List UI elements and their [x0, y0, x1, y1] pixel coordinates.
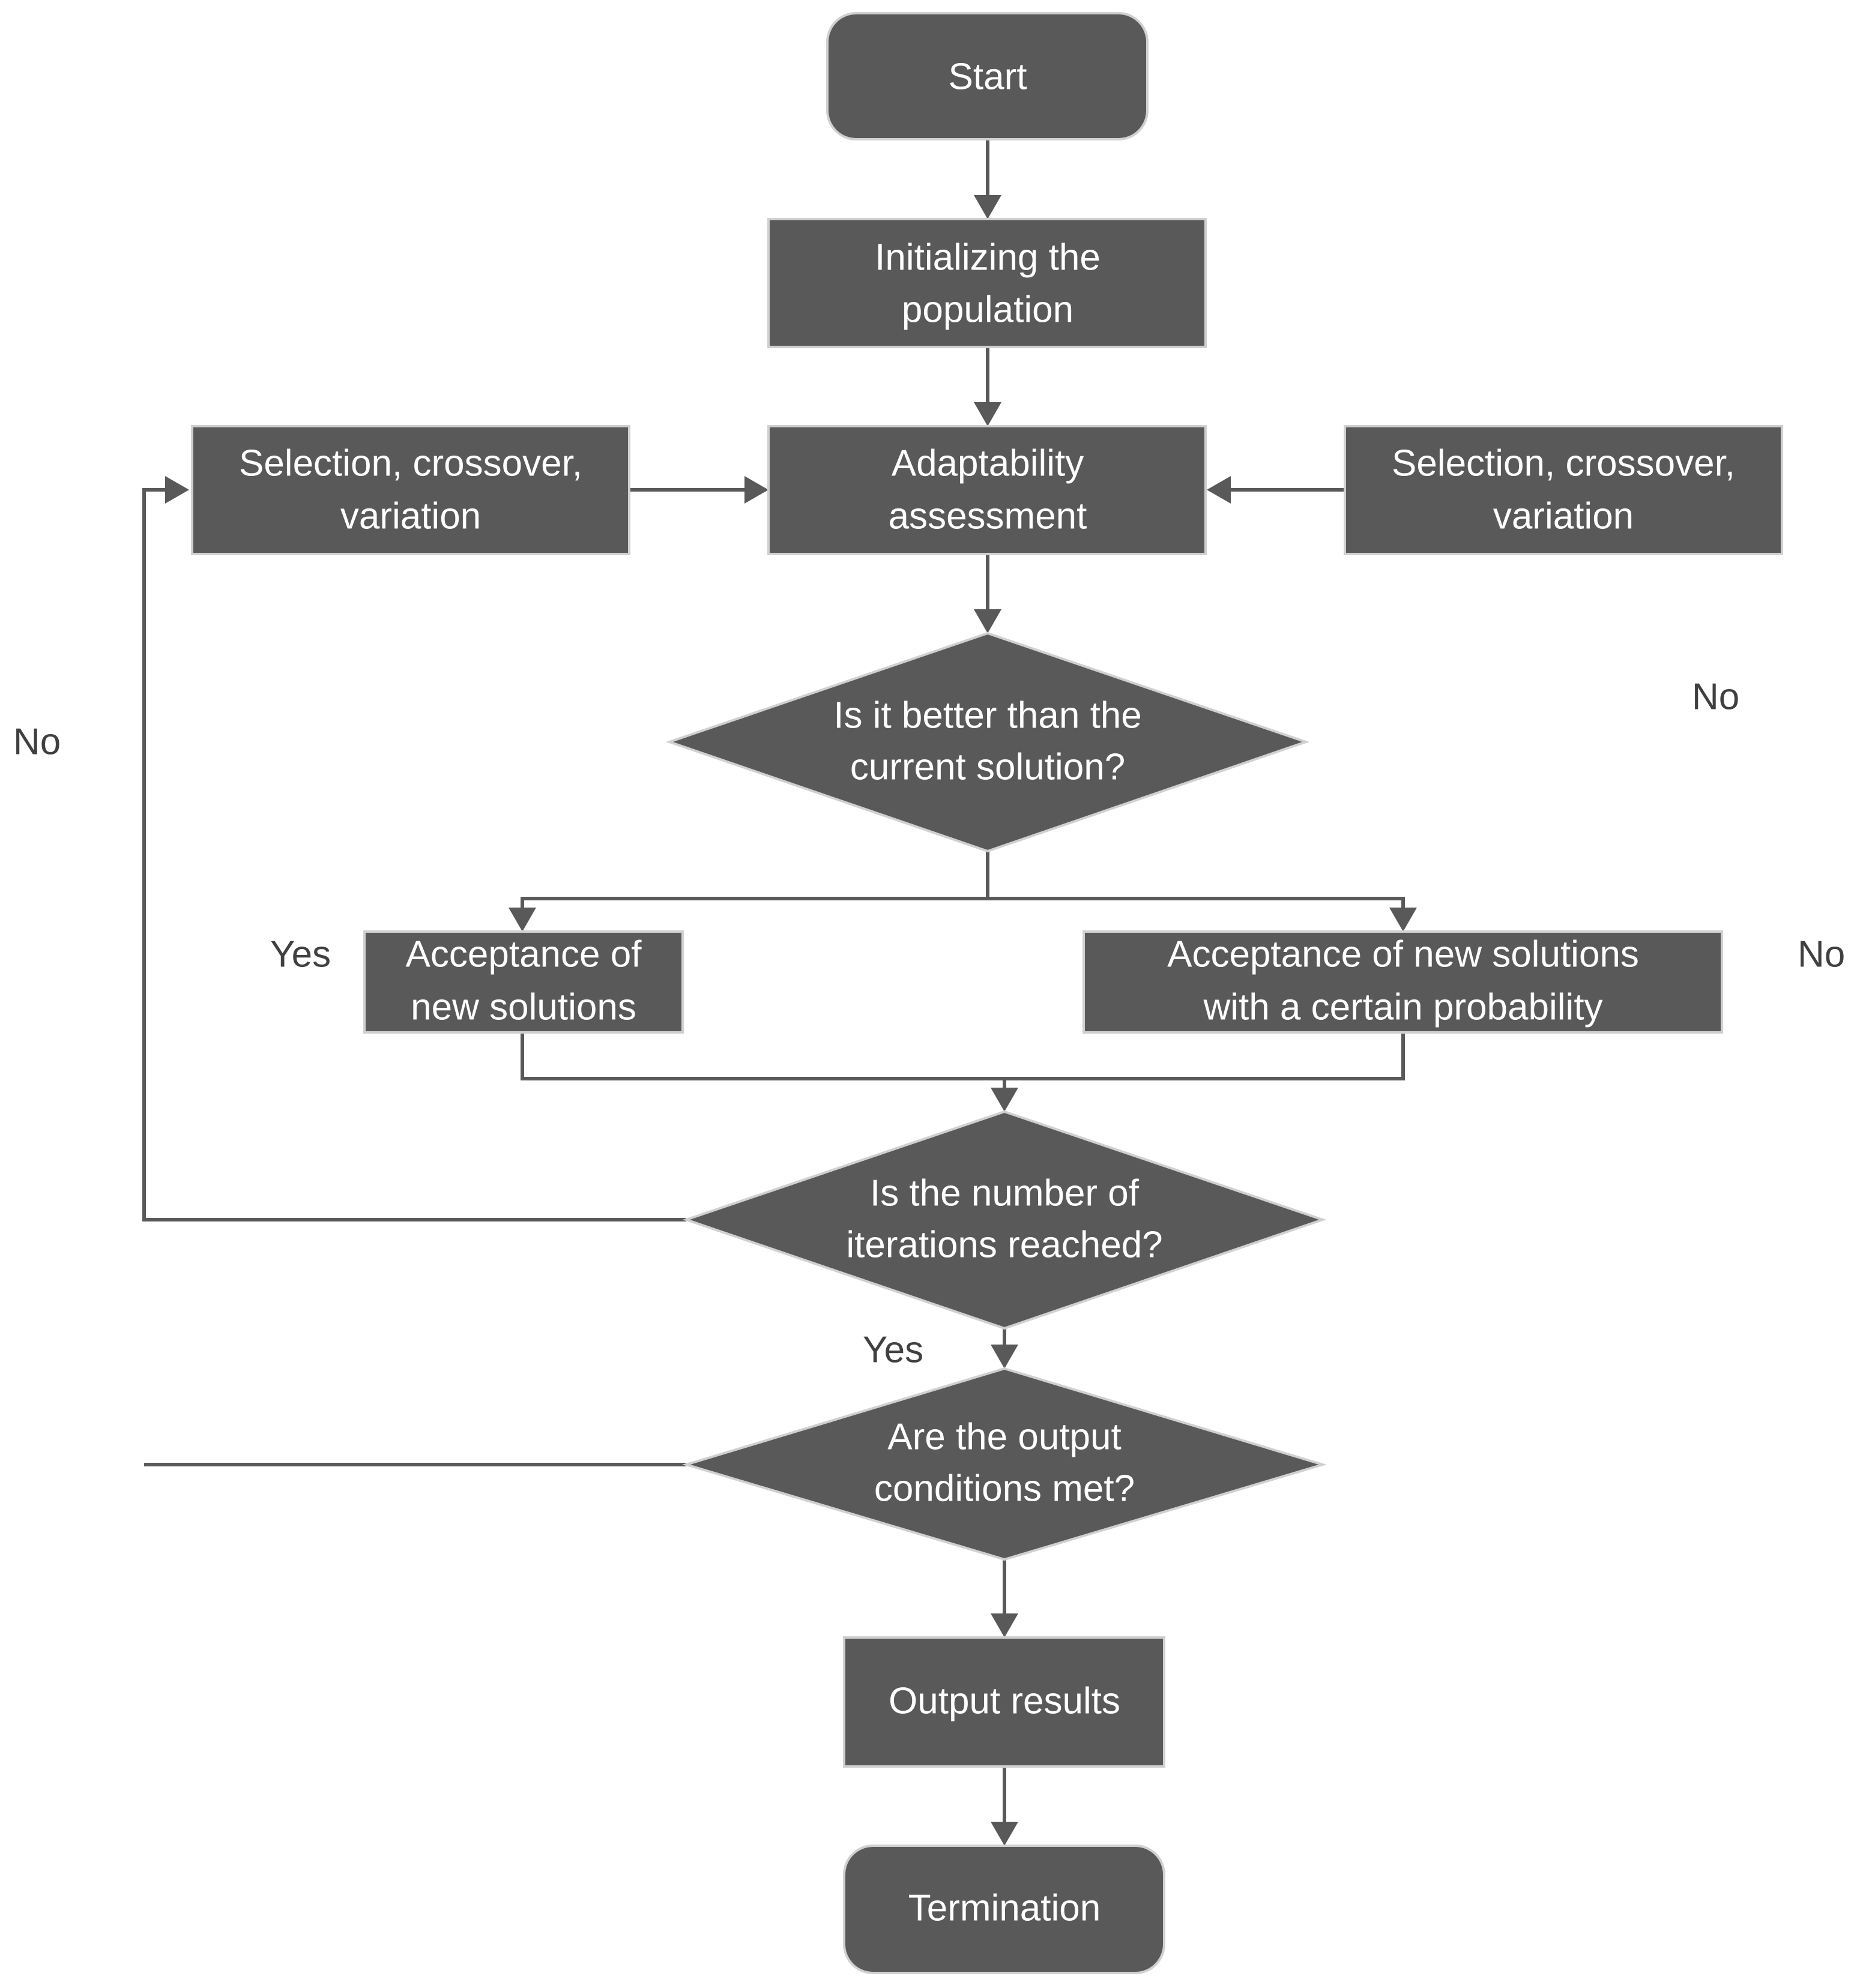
- connectors: [142, 139, 1405, 1828]
- accept-new-label-line1: Acceptance of: [406, 933, 642, 975]
- arrowhead-accept-prob: [1389, 908, 1417, 932]
- arrowhead-termination: [991, 1822, 1018, 1846]
- accept-prob-label-line1: Acceptance of new solutions: [1167, 933, 1639, 975]
- init-label-line2: population: [902, 289, 1073, 330]
- arrowhead-init: [974, 195, 1001, 219]
- termination-node: Termination: [843, 1845, 1165, 1974]
- decision-iter-node: Is the number of iterations reached?: [682, 1110, 1327, 1330]
- select-right-label-line1: Selection, crossover,: [1392, 442, 1735, 484]
- edge-decision-split: [521, 851, 989, 914]
- select-left-label-line2: variation: [340, 495, 481, 537]
- edge-accept-merge: [521, 1032, 1405, 1080]
- arrowhead-accept-new: [509, 908, 536, 932]
- label-no-top-right: No: [1692, 676, 1739, 717]
- accept-prob-node: Acceptance of new solutions with a certa…: [1082, 930, 1723, 1034]
- init-node: Initializing the population: [767, 218, 1207, 348]
- decision-better-node: Is it better than the current solution?: [665, 631, 1310, 853]
- assess-label-line2: assessment: [889, 495, 1087, 537]
- decision-iter-label-line2: iterations reached?: [846, 1224, 1162, 1265]
- decision-iter-label-line1: Is the number of: [870, 1172, 1140, 1214]
- init-label-line1: Initializing the: [875, 236, 1101, 278]
- accept-new-node: Acceptance of new solutions: [363, 930, 684, 1034]
- edge-iter-no-loop: [142, 488, 686, 1221]
- start-node: Start: [826, 12, 1149, 140]
- accept-prob-label-line2: with a certain probability: [1203, 986, 1602, 1028]
- assess-node: Adaptability assessment: [767, 425, 1207, 555]
- arrowhead-select-left: [165, 476, 189, 504]
- accept-new-label-line2: new solutions: [411, 986, 636, 1028]
- assess-label-line1: Adaptability: [892, 442, 1084, 484]
- decision-output-label-line2: conditions met?: [874, 1468, 1135, 1509]
- arrowhead-decision-output: [991, 1345, 1018, 1369]
- select-left-label-line1: Selection, crossover,: [239, 442, 582, 484]
- label-no-left: No: [13, 721, 61, 762]
- label-no-right: No: [1798, 933, 1845, 975]
- arrowhead-output: [991, 1613, 1018, 1637]
- select-right-label-line2: variation: [1493, 495, 1634, 537]
- output-node: Output results: [843, 1636, 1165, 1768]
- label-yes-iter: Yes: [863, 1329, 923, 1370]
- label-yes-accept: Yes: [270, 933, 331, 975]
- termination-label: Termination: [908, 1887, 1101, 1929]
- arrowheads: [165, 195, 1417, 1846]
- select-left-node: Selection, crossover, variation: [191, 425, 630, 555]
- edge-decision-split-right: [988, 897, 1405, 914]
- decision-better-label-line1: Is it better than the: [833, 694, 1142, 736]
- arrowhead-decision-iter: [991, 1088, 1018, 1112]
- select-right-node: Selection, crossover, variation: [1344, 425, 1783, 555]
- decision-output-label-line1: Are the output: [887, 1416, 1122, 1457]
- output-label: Output results: [889, 1680, 1120, 1721]
- arrowhead-assess-right: [1207, 476, 1231, 504]
- arrowhead-assess: [974, 402, 1001, 426]
- decision-output-node: Are the output conditions met?: [682, 1367, 1327, 1561]
- arrowhead-decision-better: [974, 609, 1001, 633]
- edge-labels: No No Yes No Yes: [13, 676, 1845, 1370]
- start-label: Start: [949, 56, 1027, 97]
- arrowhead-assess-left: [744, 476, 768, 504]
- decision-better-label-line2: current solution?: [850, 746, 1125, 788]
